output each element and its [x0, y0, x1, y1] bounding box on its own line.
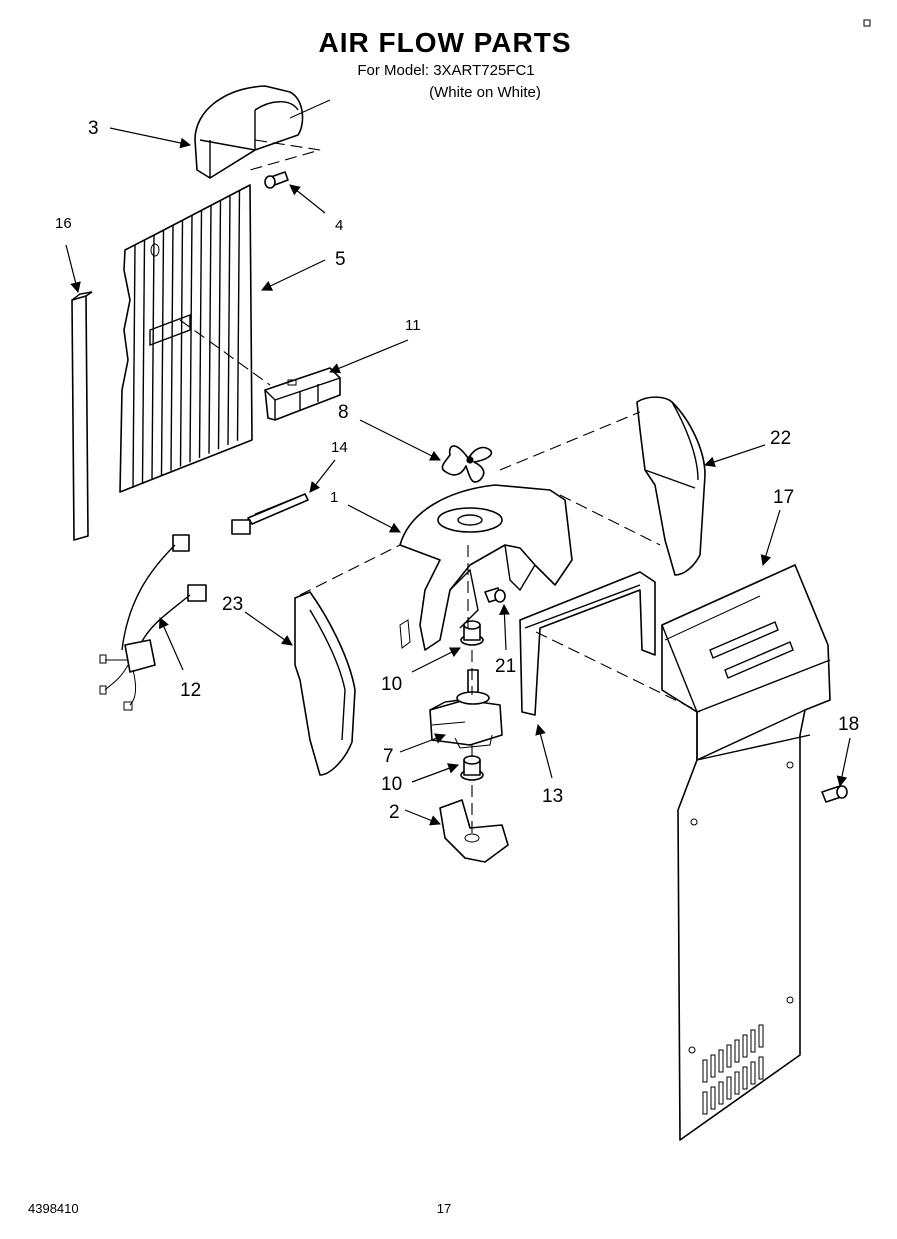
- part-14-thermistor: [231, 493, 309, 535]
- callout-labels: 3 4 5 16 11 8 14 1 22 17 23 12 21 10 13 …: [55, 118, 859, 823]
- page-number: 17: [437, 1201, 451, 1216]
- vent-slot: [734, 1039, 740, 1063]
- part-23-left-baffle: [294, 591, 356, 776]
- callout-16: 16: [55, 215, 72, 232]
- part-10-lower-grommet: [460, 755, 484, 781]
- grille-bar: [151, 234, 155, 480]
- part-16-foam-strip: [71, 291, 93, 541]
- grille-bar: [198, 209, 203, 458]
- vent-slot: [710, 1054, 716, 1078]
- callout-4: 4: [335, 217, 343, 234]
- vent-slot: [758, 1056, 764, 1080]
- callout-5: 5: [335, 249, 346, 270]
- callout-18: 18: [838, 714, 859, 735]
- grille-bar: [179, 219, 184, 467]
- part-17-evaporator-cover: [661, 564, 831, 1141]
- part-12-wire-harness: [99, 534, 207, 711]
- vent-slot: [750, 1061, 756, 1085]
- grille-bar: [208, 204, 212, 454]
- vent-slot: [742, 1034, 748, 1058]
- callout-13: 13: [542, 786, 563, 807]
- leader-lines: [65, 127, 851, 826]
- grille-bar: [132, 244, 136, 489]
- callout-1: 1: [330, 489, 338, 506]
- grille-bar: [227, 194, 231, 446]
- callout-11: 11: [405, 317, 421, 334]
- grille-bar: [141, 239, 146, 484]
- callout-12: 12: [180, 680, 201, 701]
- part-1-fan-shroud: [399, 484, 573, 651]
- part-3-duct-cover: [194, 85, 331, 179]
- vent-slot: [718, 1081, 724, 1105]
- callout-3: 3: [88, 118, 99, 139]
- alignment-lines: [179, 319, 701, 835]
- part-22-right-baffle: [636, 396, 706, 576]
- callout-8: 8: [338, 402, 349, 423]
- callout-10b: 10: [381, 774, 402, 795]
- callout-21: 21: [495, 656, 516, 677]
- grille-bar: [217, 199, 222, 450]
- grille-bar: [160, 229, 165, 476]
- callout-10a: 10: [381, 674, 402, 695]
- vent-slot: [710, 1086, 716, 1110]
- doc-number: 4398410: [28, 1201, 79, 1216]
- vent-slot: [734, 1071, 740, 1095]
- grille-bar: [189, 214, 193, 463]
- part-2-motor-bracket: [439, 799, 509, 863]
- callout-22: 22: [770, 428, 791, 449]
- callout-23: 23: [222, 594, 243, 615]
- grille-bar: [170, 224, 174, 471]
- part-21-screw: [484, 587, 506, 603]
- part-10-upper-grommet: [460, 620, 484, 646]
- vent-slot: [702, 1059, 708, 1083]
- vent-slot: [718, 1049, 724, 1073]
- page-title: AIR FLOW PARTS: [318, 27, 571, 58]
- vent-slot: [702, 1091, 708, 1115]
- part-4-screw: [264, 171, 289, 189]
- part-5-evaporator-grille: [119, 184, 253, 493]
- vent-slot: [726, 1044, 732, 1068]
- vent-slot: [742, 1066, 748, 1090]
- part-11-sensor-housing: [264, 367, 341, 421]
- callout-14: 14: [331, 439, 348, 456]
- callout-7: 7: [383, 746, 394, 767]
- vent-slot: [726, 1076, 732, 1100]
- model-line: For Model: 3XART725FC1: [357, 62, 534, 79]
- part-13-channel-seal: [519, 571, 656, 716]
- vent-slot: [750, 1029, 756, 1053]
- grille-bar: [236, 189, 241, 441]
- corner-mark: [863, 19, 871, 27]
- vent-slot: [758, 1024, 764, 1048]
- part-18-screw: [821, 785, 848, 803]
- callout-17: 17: [773, 487, 794, 508]
- color-line: (White on White): [429, 84, 541, 101]
- part-8-fan-blade: [441, 445, 493, 483]
- callout-2: 2: [389, 802, 400, 823]
